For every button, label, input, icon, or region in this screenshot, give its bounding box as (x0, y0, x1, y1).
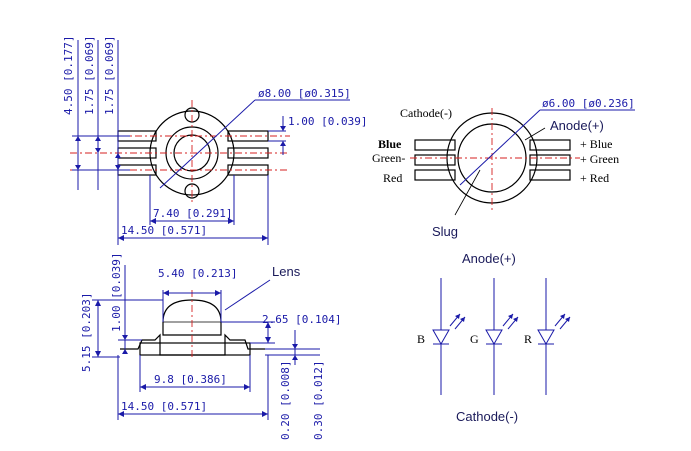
pinout-right-3 (529, 169, 571, 181)
pinout-left-1 (414, 139, 456, 151)
schematic-anode-label: Anode(+) (462, 251, 516, 266)
dim-pin-thickness-text: 0.20 [0.008] (279, 361, 292, 440)
pin-label-green: Green- (372, 151, 405, 165)
dim-vertical-inner-text: 1.75 [0.069] (103, 36, 116, 115)
pinout-cathode-label: Cathode(-) (400, 106, 452, 120)
led-g-symbol (485, 329, 503, 346)
dim-body-width-text: 7.40 [0.291] (153, 207, 232, 220)
dim-total-height-text: 5.15 [0.203] (80, 293, 93, 372)
top-left-view: ø8.00 [ø0.315] 1.00 [0.039] 4.50 [0.177]… (62, 36, 367, 245)
pinout-left-3 (414, 169, 456, 181)
dim-pin-width-text: 1.00 [0.039] (288, 115, 367, 128)
dim-side-total-width-text: 14.50 [0.571] (121, 400, 207, 413)
side-view: 5.40 [0.213] Lens 5.15 [0.203] 1.00 [0.0… (80, 253, 341, 440)
lens-label: Lens (272, 264, 301, 279)
slug-label: Slug (432, 224, 458, 239)
pinout-left-2 (414, 154, 456, 166)
top-right-view: ø6.00 [ø0.236] Cathode(-) Anode(+) Blue … (372, 97, 635, 239)
pin-label-plus-green: + Green (580, 152, 619, 166)
led-r-symbol (537, 329, 555, 346)
dim-vertical-outer-text: 4.50 [0.177] (62, 36, 75, 115)
schematic: Anode(+) Cathode(-) B G R (417, 251, 571, 424)
dim-total-width-text: 14.50 [0.571] (121, 224, 207, 237)
pinout-right-1 (529, 139, 571, 151)
led-g-label: G (470, 332, 479, 346)
pinout-right-2 (529, 154, 571, 166)
led-b-symbol (432, 329, 450, 346)
dim-pin-height-text: 1.00 [0.039] (110, 253, 123, 332)
dim-base-width-text: 9.8 [0.386] (154, 373, 227, 386)
pin-label-plus-red: + Red (580, 171, 609, 185)
pin-label-blue: Blue (378, 137, 402, 151)
led-b-label: B (417, 332, 425, 346)
dim-lens-height-text: 2.65 [0.104] (262, 313, 341, 326)
side-profile (120, 333, 265, 356)
dim-diameter-text: ø8.00 [ø0.315] (258, 87, 351, 100)
dim-lens-width-text: 5.40 [0.213] (158, 267, 237, 280)
schematic-cathode-label: Cathode(-) (456, 409, 518, 424)
pinout-anode-label: Anode(+) (550, 118, 604, 133)
dim-base-thickness-text: 0.30 [0.012] (312, 361, 325, 440)
pinout-diameter-text: ø6.00 [ø0.236] (542, 97, 635, 110)
pin-label-red: Red (383, 171, 402, 185)
dim-vertical-mid-text: 1.75 [0.069] (83, 36, 96, 115)
pin-label-plus-blue: + Blue (580, 137, 612, 151)
led-r-label: R (524, 332, 532, 346)
